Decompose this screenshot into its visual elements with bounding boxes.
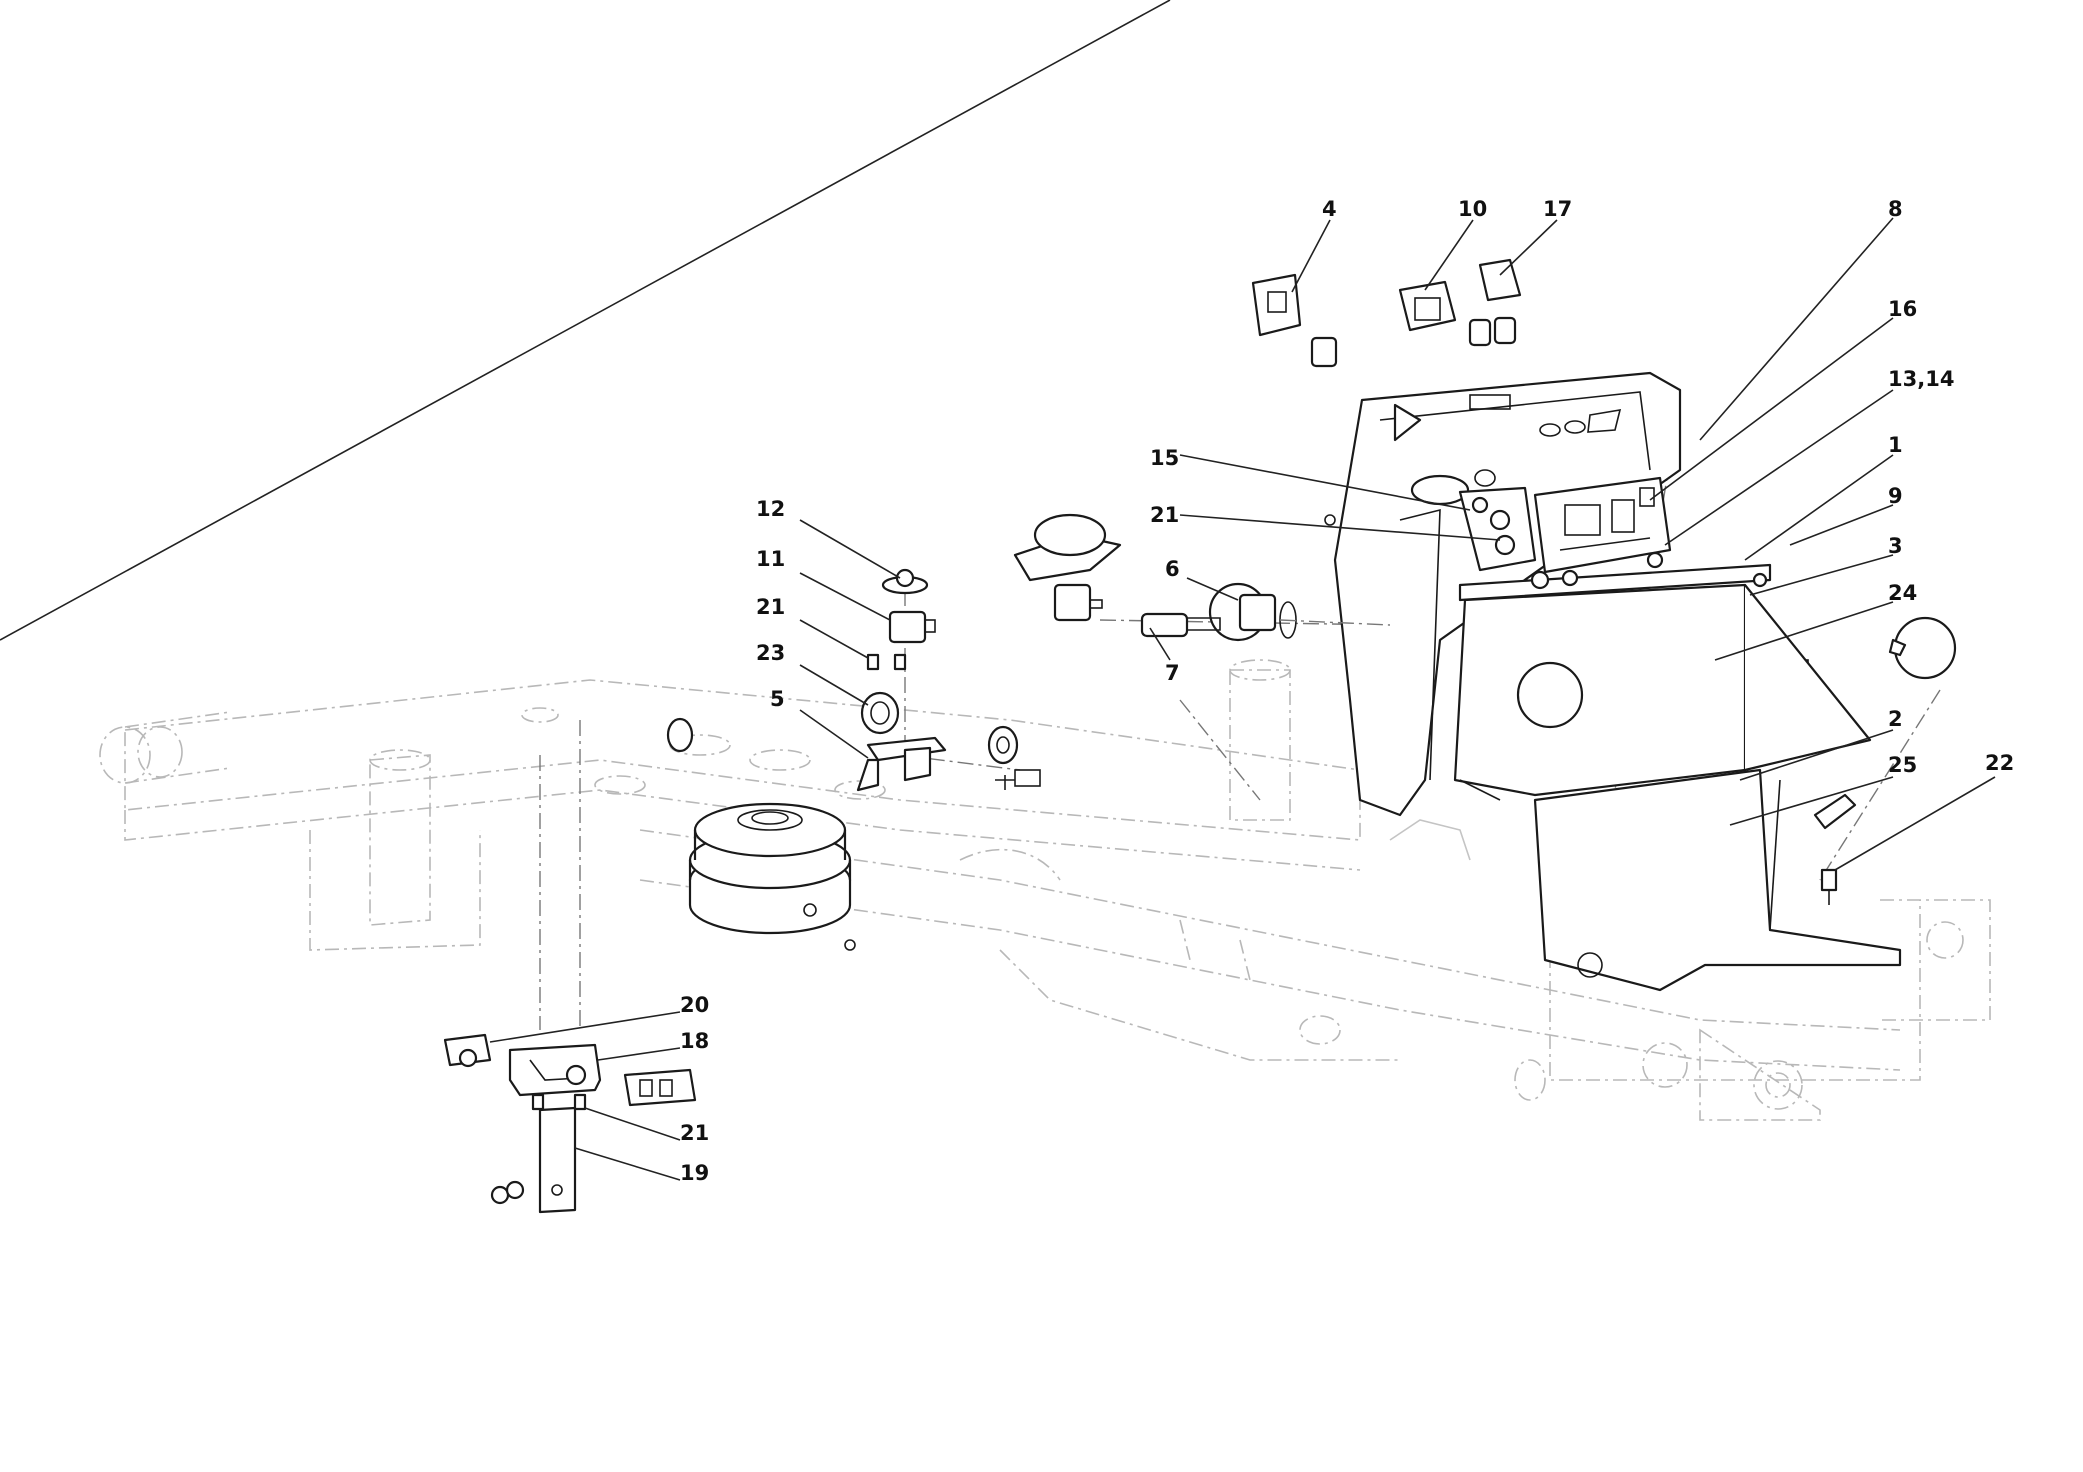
console-housing [1324,371,1682,817]
callout-21-upper: 21 [1150,503,1179,527]
leader-lines [0,0,1996,1181]
callout-8: 8 [1888,197,1903,221]
callout-4: 4 [1322,197,1337,221]
left-upper-parts [666,568,1041,792]
callout-24: 24 [1888,581,1917,605]
ignition-bracket [1458,486,1537,572]
callout-23: 23 [756,641,785,665]
callout-5: 5 [770,687,785,711]
top-switches [1251,258,1522,368]
callout-11: 11 [756,547,785,571]
callout-18: 18 [680,1029,709,1053]
knob-cap [1888,616,1957,680]
lower-left-parts [443,1033,697,1214]
callout-12: 12 [756,497,785,521]
battery-tray [1453,563,1872,801]
callout-21-left: 21 [756,595,785,619]
callout-1: 1 [1888,433,1903,457]
callout-19: 19 [680,1161,709,1185]
pto-clutch [688,802,856,951]
callout-17: 17 [1543,197,1572,221]
callout-6: 6 [1165,557,1180,581]
callout-2: 2 [1888,707,1903,731]
callout-10: 10 [1458,197,1487,221]
small-switch [1813,793,1857,905]
callout-21-lower: 21 [680,1121,709,1145]
callout-labels: 4 10 17 8 16 13,14 1 15 21 9 6 3 24 7 12… [680,197,2014,1185]
callout-25: 25 [1888,753,1917,777]
callout-9: 9 [1888,484,1903,508]
chassis-frame [99,659,1991,1121]
ignition-key [1140,582,1391,642]
callout-20: 20 [680,993,709,1017]
callout-7: 7 [1165,661,1180,685]
lower-shield [1533,768,1902,992]
seat-switch [1013,513,1122,622]
callout-3: 3 [1888,534,1903,558]
callout-15: 15 [1150,446,1179,470]
callout-22: 22 [1985,751,2014,775]
callout-13-14: 13,14 [1888,367,1954,391]
callout-16: 16 [1888,297,1917,321]
switch-panel [1533,476,1672,574]
